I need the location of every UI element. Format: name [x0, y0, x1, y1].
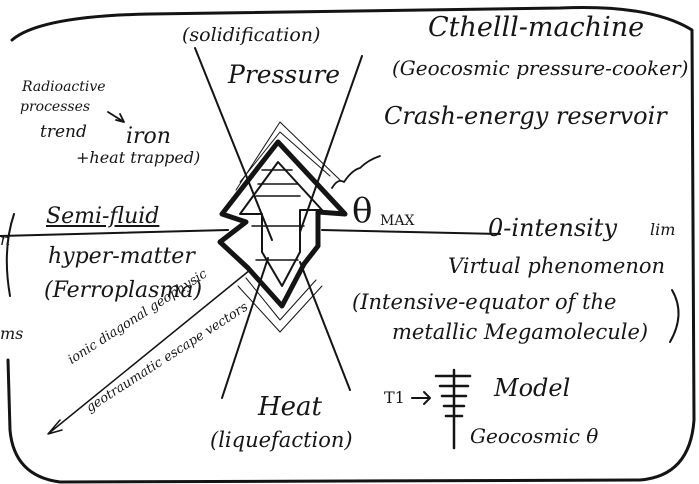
- theta-stem: [332, 156, 380, 188]
- t1-arrow: [412, 392, 430, 404]
- core-diamond-inner: [240, 162, 322, 286]
- equator-line-left: [0, 230, 228, 236]
- left-bracket: [7, 214, 14, 296]
- crash-energy-label: Crash-energy reservoir: [384, 104, 667, 128]
- diagonal-lower-right: [300, 262, 350, 390]
- right-paren: [670, 290, 679, 342]
- geocosmic-pressure-cooker-label: (Geocosmic pressure-cooker): [392, 58, 688, 78]
- machine-label: Cthelll-machine: [428, 14, 644, 41]
- t1-symbol: T1: [384, 390, 405, 406]
- lim-label: lim: [650, 222, 675, 238]
- equator-line-right: [322, 230, 500, 234]
- heat-trapped-label: +heat trapped): [76, 150, 200, 166]
- radioactive-label-line2: processes: [20, 100, 90, 114]
- virtual-phenomenon-label: Virtual phenomenon: [448, 256, 665, 277]
- radioactive-arrow: [108, 112, 124, 122]
- model-bars-icon: [436, 370, 470, 448]
- zero-intensity-label: 0-intensity: [488, 216, 617, 240]
- hypermatter-label: hyper-matter: [48, 246, 195, 268]
- liquefaction-label: (liquefaction): [210, 430, 353, 451]
- theta-max-subscript: MAX: [380, 214, 414, 228]
- model-label: Model: [494, 376, 570, 400]
- radioactive-label-line1: Radioactive: [22, 80, 106, 94]
- heat-label: Heat: [258, 394, 322, 420]
- iron-label: iron: [126, 126, 171, 148]
- semi-fluid-label: Semi-fluid: [46, 206, 159, 228]
- edge-fragment-top: n: [0, 232, 10, 248]
- solidification-label: (solidification): [182, 26, 320, 45]
- pressure-label: Pressure: [228, 62, 340, 87]
- geocosmic-theta-label: Geocosmic θ: [470, 426, 598, 446]
- intensive-equator-line1: (Intensive-equator of the: [352, 292, 616, 313]
- edge-fragment-bottom: ms: [0, 326, 23, 342]
- radioactive-label-line3: trend: [40, 124, 87, 141]
- intensive-equator-line2: metallic Megamolecule): [392, 322, 648, 343]
- theta-max-symbol: θ: [352, 194, 372, 228]
